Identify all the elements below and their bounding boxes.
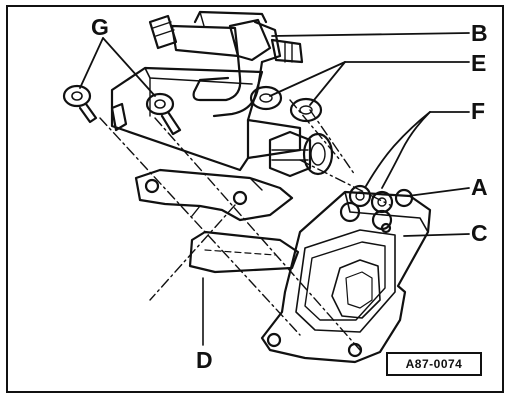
callout-b: B — [471, 20, 488, 46]
socket-bolts — [62, 84, 182, 136]
pipe-fitting — [148, 10, 304, 118]
union-nut — [268, 130, 334, 178]
valve-base — [260, 184, 432, 364]
assembly-center-lines — [99, 99, 391, 351]
callout-c: C — [471, 220, 488, 246]
flange-plate — [134, 168, 294, 222]
leader-lines — [79, 32, 470, 237]
gasket-d — [188, 230, 300, 346]
gasket-rings — [249, 85, 323, 123]
callout-d: D — [196, 347, 213, 373]
callout-e: E — [471, 50, 487, 76]
reference-code-box: A87-0074 — [386, 352, 482, 376]
upper-housing-block — [110, 66, 302, 172]
callout-g: G — [91, 14, 109, 40]
callout-f: F — [471, 98, 486, 124]
callout-a: A — [471, 174, 488, 200]
reference-code: A87-0074 — [405, 357, 463, 371]
